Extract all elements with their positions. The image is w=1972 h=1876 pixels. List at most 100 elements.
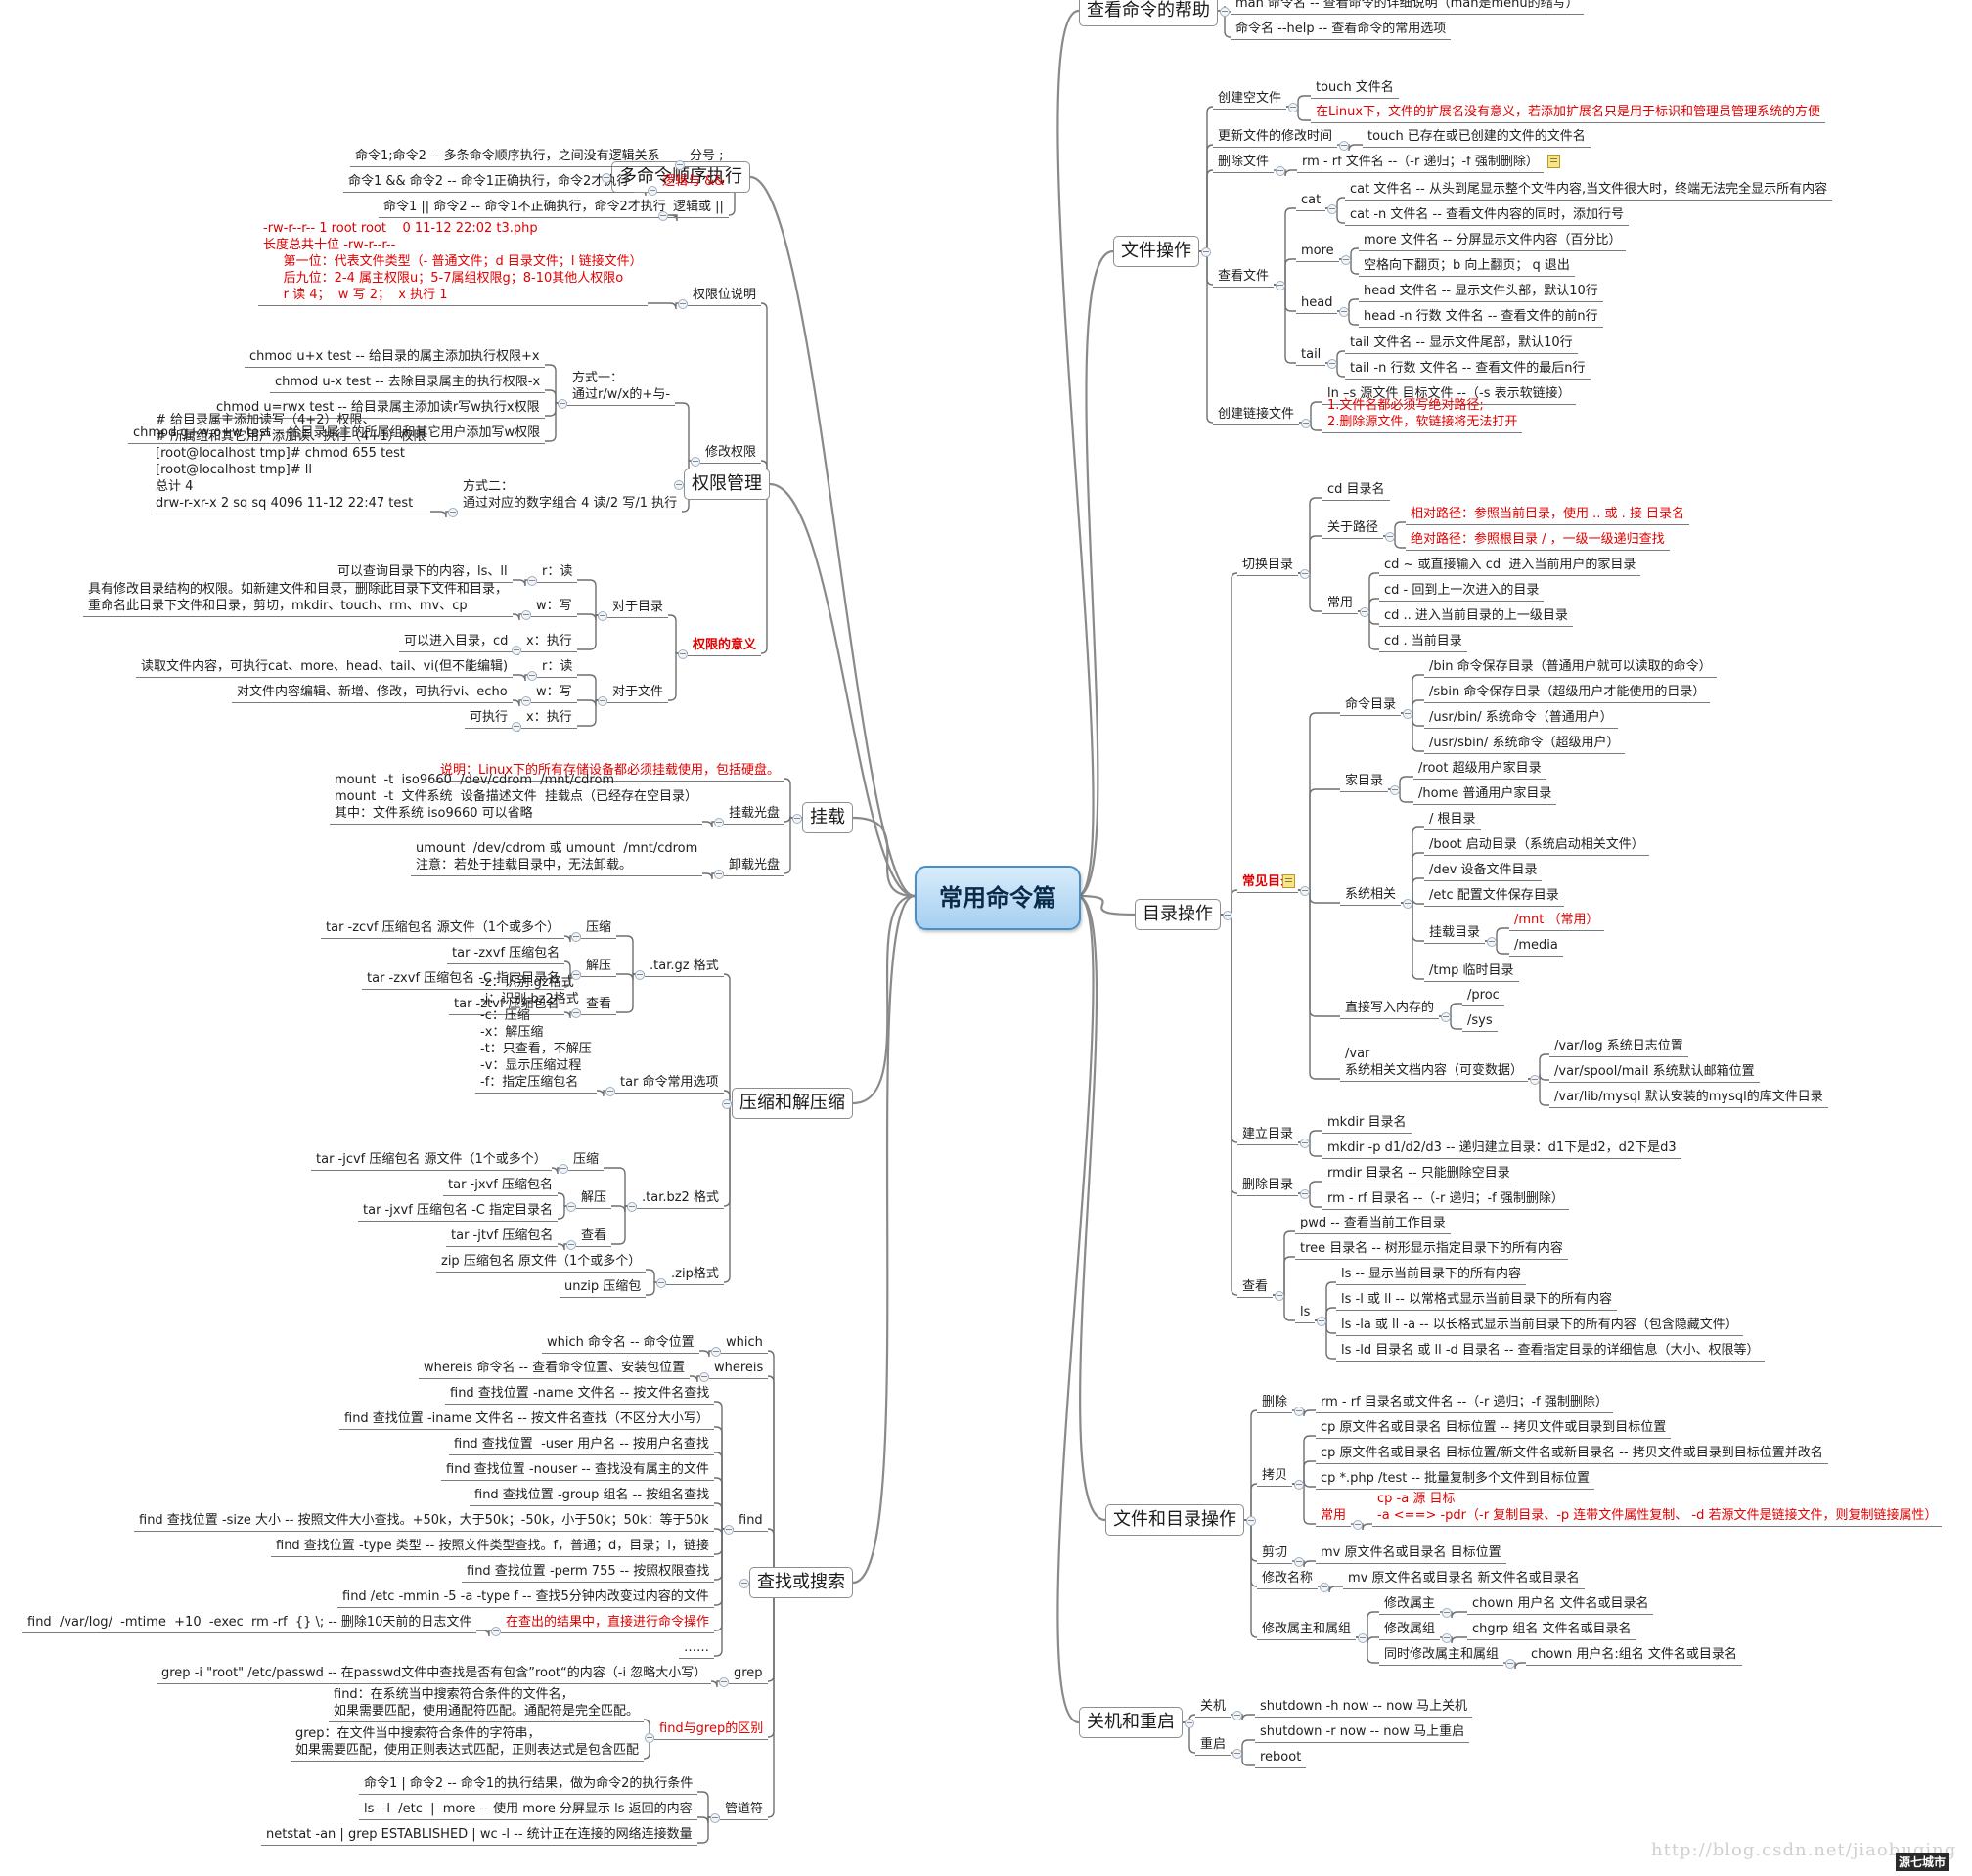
collapse-toggle-x2[interactable]	[699, 1372, 709, 1382]
collapse-toggle-g2d[interactable]	[1353, 1520, 1363, 1530]
topic-x3h[interactable]: find 查找位置 -perm 755 -- 按照权限查找	[462, 1562, 715, 1583]
topic-d2b[interactable]: 家目录	[1340, 772, 1389, 792]
topic-q3a3a[interactable]: 可以进入目录，cd	[399, 632, 514, 652]
collapse-toggle-q3a[interactable]	[598, 611, 607, 621]
topic-d1c4[interactable]: cd . 当前目录	[1379, 632, 1467, 652]
collapse-toggle-z4[interactable]	[656, 1278, 666, 1288]
topic-k2[interactable]: 重启	[1195, 1735, 1232, 1756]
topic-q3a1[interactable]: r：读	[537, 562, 578, 583]
topic-b2[interactable]: 文件操作	[1113, 236, 1199, 267]
topic-g1a[interactable]: rm - rf 目录名或文件名 --（-r 递归；-f 强制删除）	[1316, 1393, 1613, 1413]
topic-z2a[interactable]: -z：识别.gz格式 -j：识别.bz2格式 -c：压缩 -x：解压缩 -t：只…	[475, 973, 597, 1094]
collapse-toggle-f4h[interactable]	[1339, 307, 1349, 317]
topic-f1a[interactable]: touch 文件名	[1311, 78, 1399, 99]
collapse-toggle-g2[interactable]	[1294, 1480, 1304, 1490]
topic-f4t1[interactable]: tail 文件名 -- 显示文件尾部，默认10行	[1345, 334, 1578, 354]
topic-q1a[interactable]: -rw-r--r-- 1 root root 0 11-12 22:02 t3.…	[258, 219, 648, 306]
topic-z3b[interactable]: 解压	[576, 1188, 612, 1209]
collapse-toggle-q2a[interactable]	[558, 399, 567, 409]
topic-s3a[interactable]: 命令1 || 命令2 -- 命令1不正确执行，命令2才执行	[379, 198, 671, 218]
topic-q3b2a[interactable]: 对文件内容编辑、新增、修改，可执行vi、echo	[232, 683, 513, 703]
collapse-toggle-q3a1[interactable]	[527, 576, 537, 586]
topic-x4a[interactable]: grep -i "root" /etc/passwd -- 在passwd文件中…	[157, 1664, 712, 1684]
topic-q3b2[interactable]: w：写	[531, 683, 577, 703]
collapse-toggle-q3b3[interactable]	[512, 722, 521, 732]
topic-z3b1[interactable]: tar -jxvf 压缩包名	[443, 1176, 558, 1196]
collapse-toggle-d2c[interactable]	[1403, 899, 1412, 909]
collapse-toggle-b1[interactable]	[1220, 7, 1230, 17]
topic-k1a[interactable]: shutdown -h now -- now 马上关机	[1255, 1697, 1473, 1718]
topic-d5a[interactable]: pwd -- 查看当前工作目录	[1295, 1214, 1451, 1234]
topic-f5b[interactable]: 1.文件名都必须写绝对路径; 2.删除源文件，软链接将无法打开	[1322, 396, 1523, 433]
topic-x6a[interactable]: 命令1 | 命令2 -- 命令1的执行结果，做为命令2的执行条件	[359, 1774, 698, 1795]
note-icon-common-dirs[interactable]	[1282, 874, 1295, 888]
topic-x3a[interactable]: find 查找位置 -name 文件名 -- 按文件名查找	[445, 1384, 715, 1405]
topic-d1c1[interactable]: cd ~ 或直接输入 cd 进入当前用户的家目录	[1379, 556, 1641, 576]
topic-z1[interactable]: .tar.gz 格式	[645, 957, 724, 977]
topic-d2b2[interactable]: /home 普通用户家目录	[1413, 784, 1557, 805]
topic-z4b[interactable]: unzip 压缩包	[560, 1277, 647, 1298]
collapse-toggle-x3j[interactable]	[491, 1627, 501, 1636]
topic-b5[interactable]: 关机和重启	[1079, 1707, 1183, 1738]
topic-x3c[interactable]: find 查找位置 -user 用户名 -- 按用户名查找	[449, 1435, 714, 1455]
topic-k1[interactable]: 关机	[1195, 1697, 1232, 1718]
topic-g5a1[interactable]: chown 用户名 文件名或目录名	[1467, 1594, 1654, 1615]
topic-d2c4[interactable]: /etc 配置文件保存目录	[1424, 886, 1564, 907]
topic-z1b2[interactable]: tar -zxvf 压缩包名 -C 指定目录名	[362, 969, 565, 990]
root-topic[interactable]: 常用命令篇	[915, 866, 1081, 930]
topic-z3c1[interactable]: tar -jtvf 压缩包名	[446, 1227, 559, 1247]
topic-x3j[interactable]: 在查出的结果中，直接进行命令操作	[501, 1613, 715, 1633]
topic-x3b[interactable]: find 查找位置 -iname 文件名 -- 按文件名查找（不区分大小写）	[339, 1409, 714, 1430]
topic-d1b2[interactable]: 绝对路径：参照根目录 / ，一级一级递归查找	[1406, 530, 1670, 551]
collapse-toggle-b4[interactable]	[1246, 1516, 1256, 1526]
topic-d2a1[interactable]: /bin 命令保存目录（普通用户就可以读取的命令）	[1424, 657, 1717, 678]
collapse-toggle-s1[interactable]	[675, 160, 685, 170]
topic-g2[interactable]: 拷贝	[1257, 1466, 1293, 1487]
collapse-toggle-d4[interactable]	[1300, 1189, 1310, 1199]
collapse-toggle-q3a3[interactable]	[512, 646, 521, 655]
topic-b9[interactable]: 压缩和解压缩	[732, 1088, 853, 1119]
topic-d1a[interactable]: cd 目录名	[1322, 480, 1390, 501]
collapse-toggle-d1c[interactable]	[1360, 607, 1369, 617]
collapse-toggle-g5[interactable]	[1358, 1633, 1367, 1643]
topic-x5[interactable]: find与grep的区别	[654, 1720, 769, 1740]
topic-s2a[interactable]: 命令1 && 命令2 -- 命令1正确执行，命令2才执行	[343, 172, 635, 193]
topic-f4c1[interactable]: cat 文件名 -- 从头到尾显示整个文件内容,当文件很大时，终端无法完全显示所…	[1345, 180, 1833, 201]
topic-x4[interactable]: grep	[729, 1664, 768, 1684]
topic-d2d1[interactable]: /proc	[1462, 986, 1504, 1006]
topic-f4m2[interactable]: 空格向下翻页；b 向上翻页； q 退出	[1359, 256, 1575, 277]
topic-d2c3[interactable]: /dev 设备文件目录	[1424, 861, 1543, 881]
topic-d4b[interactable]: rm - rf 目录名 --（-r 递归；-f 强制删除）	[1322, 1189, 1569, 1210]
collapse-toggle-s2[interactable]	[648, 186, 657, 196]
topic-f4m1[interactable]: more 文件名 -- 分屏显示文件内容（百分比）	[1359, 231, 1627, 251]
topic-q2[interactable]: 修改权限	[700, 443, 762, 464]
collapse-toggle-b10[interactable]	[740, 1579, 749, 1588]
topic-x6b[interactable]: ls -l /etc | more -- 使用 more 分屏显示 ls 返回的…	[359, 1800, 697, 1820]
topic-z3a1[interactable]: tar -jcvf 压缩包名 源文件（1个或多个）	[311, 1150, 552, 1171]
topic-q3a1a[interactable]: 可以查询目录下的内容，ls、ll	[333, 562, 513, 583]
topic-f2a[interactable]: touch 已存在或已创建的文件的文件名	[1363, 127, 1591, 148]
topic-d2a3[interactable]: /usr/bin/ 系统命令（普通用户）	[1424, 708, 1618, 729]
collapse-toggle-f4m[interactable]	[1341, 255, 1351, 265]
topic-g2d[interactable]: 常用	[1316, 1506, 1352, 1527]
topic-q3b[interactable]: 对于文件	[607, 683, 669, 703]
topic-b4[interactable]: 文件和目录操作	[1105, 1504, 1244, 1536]
collapse-toggle-f2[interactable]	[1339, 141, 1349, 151]
collapse-toggle-x6[interactable]	[710, 1813, 720, 1823]
topic-z1b1[interactable]: tar -zxvf 压缩包名	[447, 944, 565, 964]
topic-d2e2[interactable]: /var/spool/mail 系统默认邮箱位置	[1549, 1062, 1760, 1083]
collapse-toggle-b6[interactable]	[602, 173, 611, 183]
topic-x3f[interactable]: find 查找位置 -size 大小 -- 按照文件大小查找。+50k，大于50…	[134, 1511, 714, 1532]
topic-b1a[interactable]: man 命令名 -- 查看命令的详细说明（man是menu的缩写）	[1231, 0, 1584, 15]
collapse-toggle-z3b[interactable]	[566, 1202, 576, 1212]
topic-f4h1[interactable]: head 文件名 -- 显示文件头部，默认10行	[1359, 282, 1603, 302]
collapse-toggle-m2[interactable]	[714, 870, 724, 879]
collapse-toggle-d2a[interactable]	[1403, 709, 1412, 719]
topic-f4h2[interactable]: head -n 行数 文件名 -- 查看文件的前n行	[1359, 307, 1603, 328]
collapse-toggle-x1[interactable]	[711, 1347, 721, 1357]
collapse-toggle-f5[interactable]	[1301, 419, 1311, 428]
topic-d2a[interactable]: 命令目录	[1340, 695, 1402, 716]
topic-z4a[interactable]: zip 压缩包名 原文件（1个或多个）	[436, 1252, 647, 1273]
topic-g5b[interactable]: 修改属组	[1379, 1620, 1441, 1640]
topic-x5a[interactable]: find：在系统当中搜索符合条件的文件名， 如果需要匹配，使用通配符匹配。通配符…	[329, 1685, 645, 1722]
